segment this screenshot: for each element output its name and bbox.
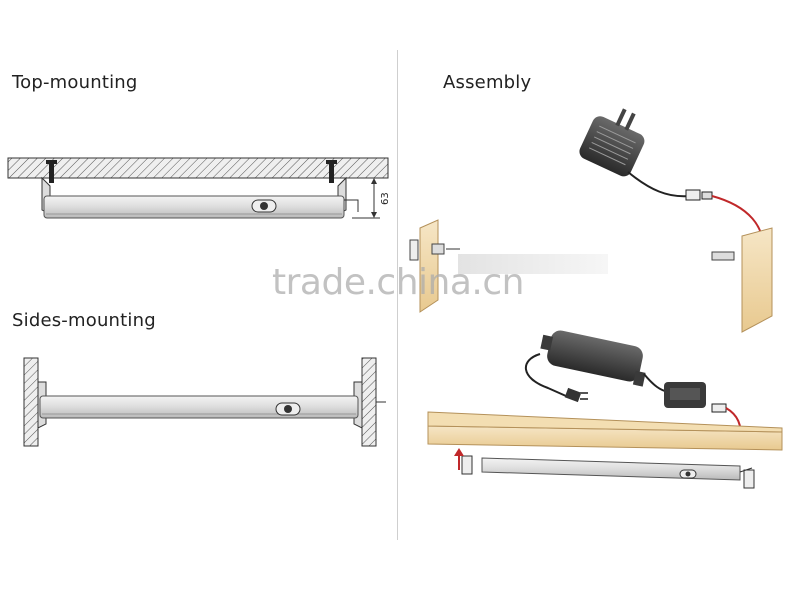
sides-mounting-drawing (23, 357, 386, 447)
cable-connector (711, 403, 727, 413)
junction-box-icon (664, 382, 706, 408)
power-cable (524, 353, 567, 397)
led-driver-icon (540, 330, 646, 387)
assembly-driver-drawing (427, 330, 783, 489)
ceiling-board (7, 157, 389, 179)
led-light-bar (481, 457, 741, 481)
power-cable (627, 171, 691, 198)
watermark: trade.china.cn (272, 262, 524, 303)
led-light-bar (43, 195, 345, 219)
top-mounting-drawing (7, 157, 389, 219)
assembly-plug-adapter-drawing (409, 108, 773, 333)
switch-icon (251, 199, 277, 213)
screw-icon (46, 160, 57, 183)
cable-connector (701, 191, 713, 200)
wood-panel (419, 219, 439, 313)
led-light-bar (458, 254, 608, 274)
mounting-clip (743, 469, 755, 489)
switch-icon (679, 469, 697, 479)
sides-mounting-title: Sides-mounting (12, 310, 156, 331)
right-side-panel (361, 357, 377, 447)
left-side-panel (23, 357, 39, 447)
mounting-clip (461, 455, 473, 475)
wood-panel (741, 227, 773, 333)
screw-icon (326, 160, 337, 183)
top-mounting-title: Top-mounting (12, 72, 138, 93)
switch-icon (275, 402, 301, 416)
up-arrow-icon (454, 448, 464, 470)
power-adapter-icon (579, 108, 645, 177)
power-plug-icon (564, 387, 588, 403)
cable-connector (685, 189, 701, 201)
led-light-bar (39, 395, 359, 419)
dimension-label: 63 (380, 192, 391, 205)
assembly-title: Assembly (443, 72, 532, 93)
section-divider (397, 50, 398, 540)
